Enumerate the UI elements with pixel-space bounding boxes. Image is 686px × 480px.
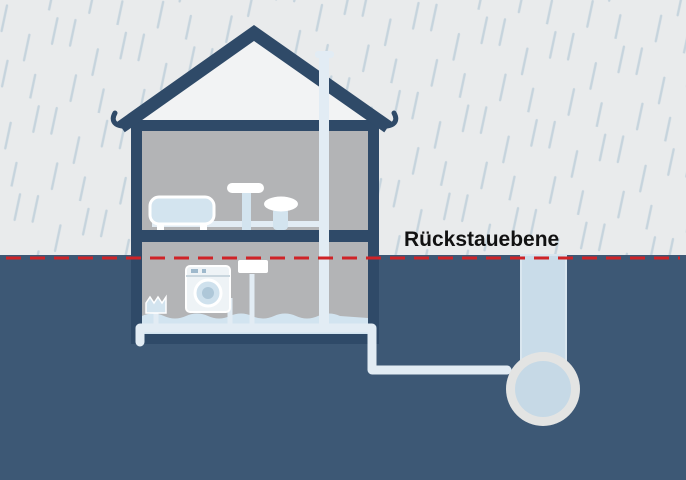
foundation-slab	[131, 334, 379, 344]
bathtub	[148, 195, 216, 230]
vent-pipe-cap	[315, 51, 334, 58]
washing-machine	[185, 265, 231, 313]
toilet	[264, 196, 298, 230]
gutter-hook-right	[384, 110, 399, 129]
gutter-hook-left	[110, 110, 125, 129]
attic-floor-slab	[131, 120, 379, 131]
basement-fixtures	[145, 260, 268, 314]
washbasin	[227, 183, 264, 230]
backflow-level-label: Rückstauebene	[404, 228, 559, 251]
interfloor-slab	[142, 230, 368, 242]
left-wall	[131, 120, 142, 344]
basement-sink	[238, 260, 268, 273]
sewer-shaft	[520, 254, 567, 362]
sewer-main-pipe-inner	[515, 361, 571, 417]
vent-stack-pipe	[319, 57, 329, 331]
roof	[117, 25, 392, 133]
right-wall	[368, 120, 379, 344]
bathroom-fixtures	[148, 183, 298, 230]
floor-drain-pump	[145, 294, 167, 314]
main-sewer-lateral-pipe	[135, 323, 512, 375]
